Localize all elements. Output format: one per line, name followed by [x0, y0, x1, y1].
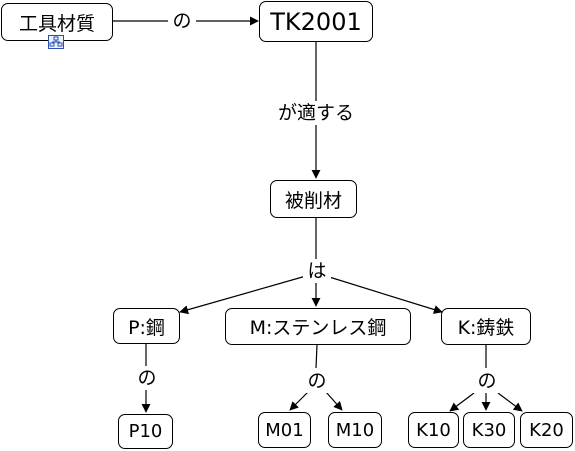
edge-wa-to-p — [179, 275, 307, 315]
node-m-stainless[interactable]: M:ステンレス鋼 — [225, 308, 411, 345]
node-k30-label: K30 — [471, 419, 507, 441]
node-p-steel[interactable]: P:鋼 — [113, 308, 180, 344]
node-p10-label: P10 — [128, 421, 163, 442]
node-m01[interactable]: M01 — [258, 412, 311, 448]
node-k20[interactable]: K20 — [520, 412, 573, 448]
node-tool-material[interactable]: 工具材質 — [1, 3, 113, 41]
node-p-steel-label: P:鋼 — [128, 316, 165, 339]
edge-label-applies: が適する — [264, 101, 368, 125]
node-m10[interactable]: M10 — [328, 412, 382, 448]
edge-label-no-1: の — [168, 9, 196, 33]
node-k-cast-iron[interactable]: K:鋳鉄 — [441, 308, 531, 345]
node-m01-label: M01 — [265, 419, 304, 441]
edge-m-stem — [315, 344, 318, 369]
edge-wa-to-k — [325, 275, 443, 314]
edge-k-to-k20 — [497, 392, 523, 412]
node-tool-material-label: 工具材質 — [18, 12, 95, 35]
node-k-cast-iron-label: K:鋳鉄 — [457, 317, 515, 339]
node-tk2001[interactable]: TK2001 — [259, 1, 373, 42]
node-k30[interactable]: K30 — [463, 412, 515, 448]
edge-k-to-k10 — [449, 392, 475, 412]
edge-m-to-m01 — [289, 391, 309, 411]
edge-label-no-m: の — [303, 369, 331, 393]
node-tk2001-label: TK2001 — [270, 7, 362, 36]
node-k20-label: K20 — [529, 419, 564, 441]
edge-label-wa: は — [303, 259, 331, 283]
network-diagram-icon[interactable] — [48, 35, 64, 49]
node-m10-label: M10 — [335, 419, 375, 441]
node-workpiece[interactable]: 被削材 — [270, 180, 357, 218]
node-k10-label: K10 — [416, 419, 451, 441]
edge-m-to-m10 — [325, 391, 343, 411]
node-m-stainless-label: M:ステンレス鋼 — [249, 317, 387, 339]
node-p10[interactable]: P10 — [118, 414, 173, 449]
node-workpiece-label: 被削材 — [284, 189, 342, 212]
edge-label-no-p: の — [133, 366, 161, 390]
node-k10[interactable]: K10 — [408, 412, 459, 448]
edge-label-no-k: の — [473, 369, 501, 393]
